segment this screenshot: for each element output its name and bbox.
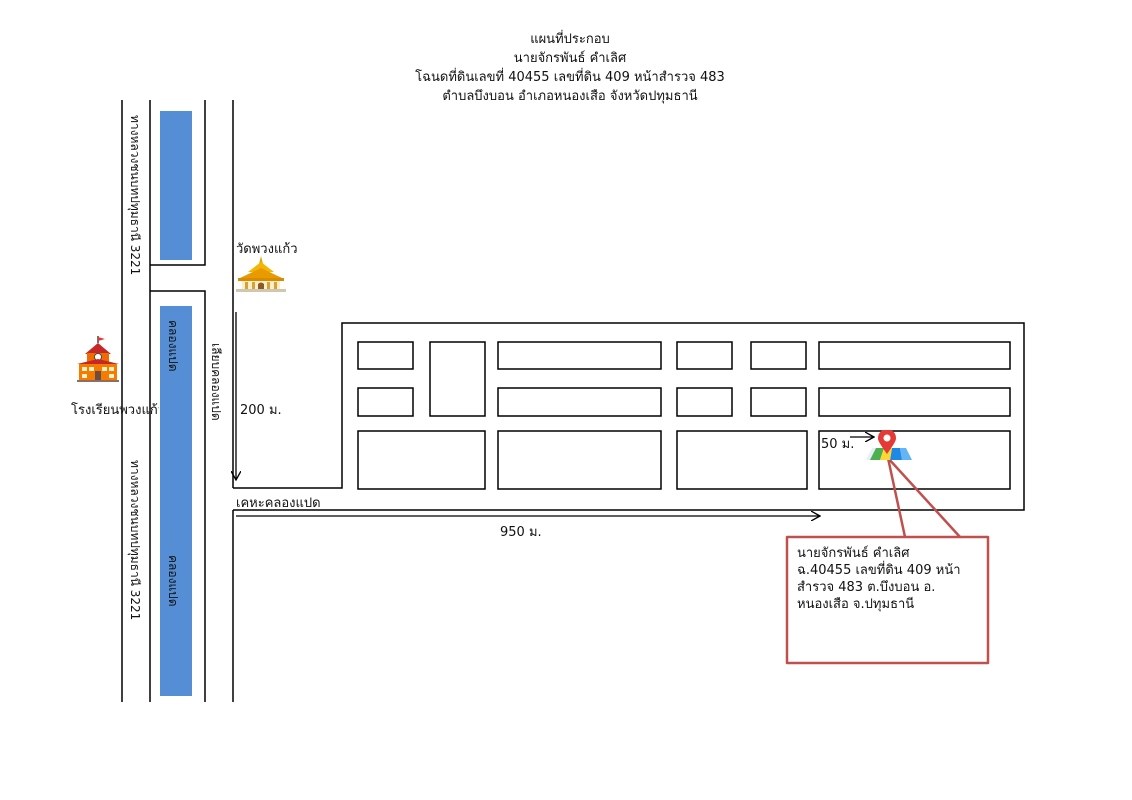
school-label: โรงเรียนพวงแก้ว <box>71 403 159 418</box>
distance-200m-label: 200 ม. <box>240 403 282 418</box>
block <box>750 341 807 370</box>
block <box>750 387 807 417</box>
block <box>429 341 486 417</box>
block <box>357 341 414 370</box>
block <box>497 430 662 490</box>
callout-pointer <box>886 457 962 539</box>
canal-bottom-box <box>150 290 206 702</box>
title-line-4: ตำบลบึงบอน อำเภอหนองเสือ จังหวัดปทุมธานี <box>442 89 698 104</box>
distance-50m-label: 50 ม. <box>821 437 855 452</box>
callout-text: นายจักรพันธ์ คำเลิศ ฉ.40455 เลขที่ดิน 40… <box>797 545 982 613</box>
distance-950m-label: 950 ม. <box>500 525 542 540</box>
highway-label-bottom: ทางหลวงชนบทปทุมธานี 3221 <box>128 460 142 621</box>
map-pin-icon <box>866 430 912 460</box>
callout-line-1: นายจักรพันธ์ คำเลิศ <box>797 546 910 561</box>
canal-top <box>160 111 192 260</box>
temple-label: วัดพวงแก้ว <box>236 242 298 257</box>
title-line-1: แผนที่ประกอบ <box>530 32 610 47</box>
canal-label-bottom: คลองแปด <box>166 555 180 607</box>
callout-line-2: ฉ.40455 เลขที่ดิน 409 หน้า <box>797 563 961 578</box>
highway-label-top: ทางหลวงชนบทปทุมธานี 3221 <box>128 115 142 276</box>
map-title: แผนที่ประกอบ นายจักรพันธ์ คำเลิศ โฉนดที่… <box>350 30 790 106</box>
title-line-2: นายจักรพันธ์ คำเลิศ <box>513 51 627 66</box>
block <box>818 341 1011 370</box>
housing-road-outline <box>233 322 1025 511</box>
block <box>676 387 733 417</box>
housing-label: เคหะคลองแปด <box>236 496 321 511</box>
callout-box <box>785 535 990 665</box>
block <box>357 430 486 490</box>
callout-line-4: หนองเสือ จ.ปทุมธานี <box>797 597 915 612</box>
block <box>818 430 1011 490</box>
block <box>497 341 662 370</box>
block <box>676 430 808 490</box>
title-line-3: โฉนดที่ดินเลขที่ 40455 เลขที่ดิน 409 หน้… <box>415 70 725 85</box>
block <box>676 341 733 370</box>
callout-line-3: สำรวจ 483 ต.บึงบอน อ. <box>797 580 936 595</box>
canal-label-top: คลองแปด <box>166 320 180 372</box>
temple-icon <box>236 256 286 292</box>
housing-blocks <box>357 341 1011 490</box>
block <box>357 387 414 417</box>
school-icon <box>77 336 119 382</box>
block <box>497 387 662 417</box>
canal-bottom <box>160 306 192 696</box>
block <box>818 387 1011 417</box>
side-road-label: เลียบคลองแปด <box>209 343 223 421</box>
canal-top-box <box>150 100 206 266</box>
